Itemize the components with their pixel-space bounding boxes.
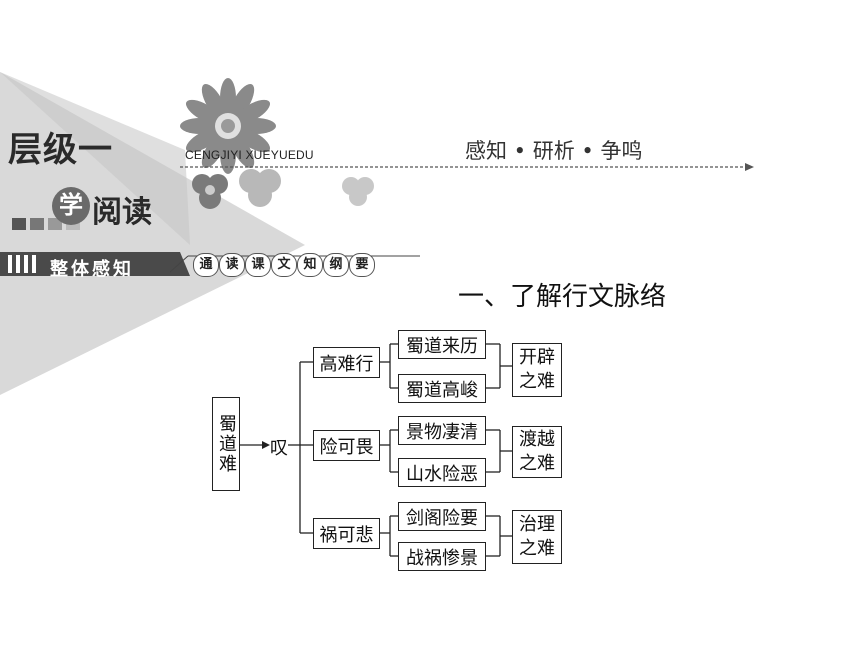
leaf-node: 山水险恶 [398, 458, 486, 487]
leaf-node: 蜀道来历 [398, 330, 486, 359]
pinyin-caption: CENGJIYI XUEYUEDU [185, 148, 314, 162]
pill-char: 课 [245, 253, 271, 277]
branch-node: 祸可悲 [313, 518, 380, 549]
level-subtitle: 阅读 [92, 195, 152, 230]
pill-char: 纲 [323, 253, 349, 277]
flower-decoration-icon [180, 78, 374, 209]
pill-char: 文 [271, 253, 297, 277]
result-node: 治理 之难 [512, 510, 562, 564]
root-node: 蜀道难 [212, 397, 240, 491]
xue-circle-badge: 学 [52, 187, 90, 225]
sigh-node: 叹 [270, 438, 288, 459]
leaf-node: 蜀道高峻 [398, 374, 486, 403]
branch-node: 险可畏 [313, 430, 380, 461]
section-label: 整体感知 [50, 259, 134, 280]
branch-node: 高难行 [313, 347, 380, 378]
pill-char: 知 [297, 253, 323, 277]
tagline: 感知 • 研析 • 争鸣 [465, 139, 643, 163]
corner-triangle-decoration [0, 72, 305, 395]
result-node: 渡越 之难 [512, 426, 562, 478]
result-node: 开辟 之难 [512, 343, 562, 397]
dashed-arrow-line [180, 163, 754, 171]
pill-char: 要 [349, 253, 375, 277]
leaf-node: 战祸惨景 [398, 542, 486, 571]
leaf-node: 剑阁险要 [398, 502, 486, 531]
level-title: 层级一 [8, 130, 113, 170]
section-heading: 一、了解行文脉络 [458, 282, 667, 312]
leaf-node: 景物凄清 [398, 416, 486, 445]
pill-char: 读 [219, 253, 245, 277]
pill-char: 通 [193, 253, 219, 277]
